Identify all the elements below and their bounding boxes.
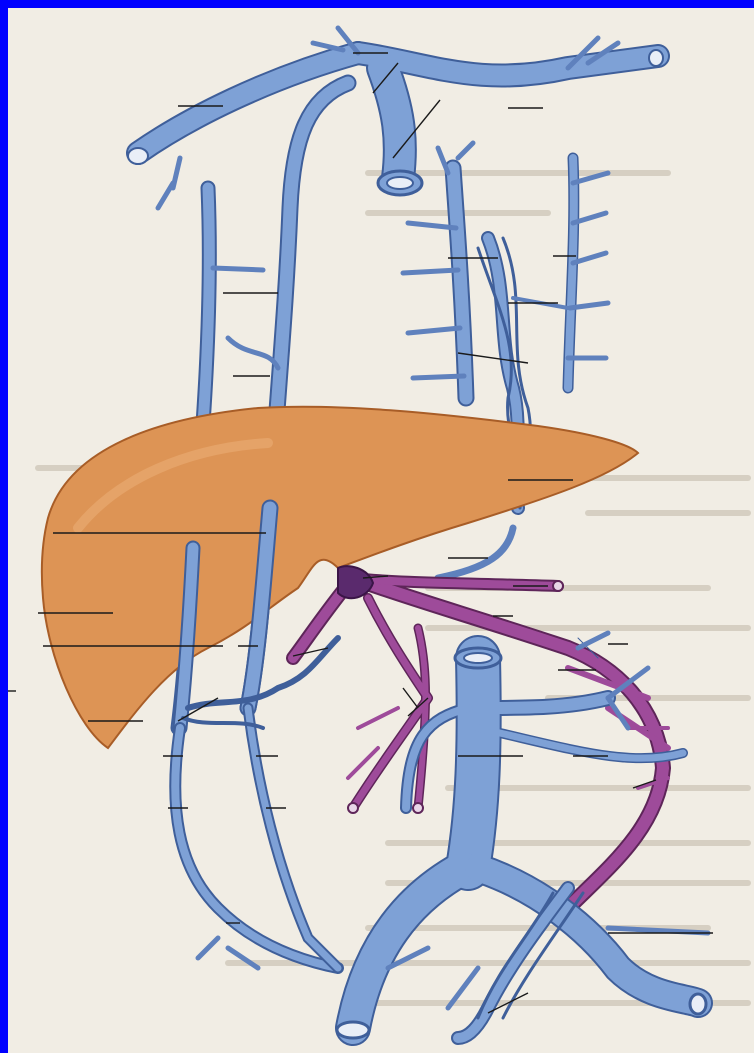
inferior-vena-cava: [337, 633, 708, 1038]
diagram-frame: [8, 8, 754, 1053]
anatomy-diagram: [8, 8, 754, 1053]
